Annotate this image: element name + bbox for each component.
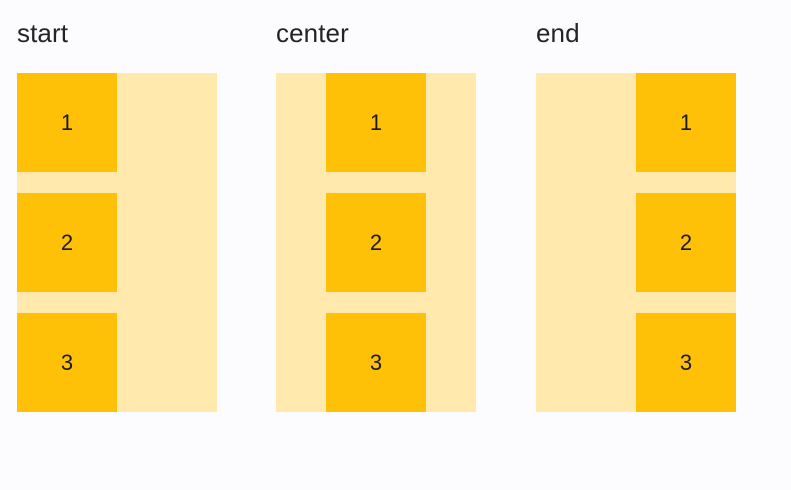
group-label-center: center	[276, 18, 349, 48]
group-label-end: end	[536, 18, 580, 48]
flex-item: 3	[636, 313, 736, 412]
flex-item: 3	[326, 313, 426, 412]
flex-item: 2	[17, 193, 117, 292]
flex-item: 3	[17, 313, 117, 412]
flex-item: 1	[17, 73, 117, 172]
flex-container-center: 1 2 3	[276, 73, 476, 412]
flex-item: 2	[636, 193, 736, 292]
flex-container-start: 1 2 3	[17, 73, 217, 412]
flex-item: 2	[326, 193, 426, 292]
flex-item: 1	[636, 73, 736, 172]
flex-item: 1	[326, 73, 426, 172]
group-label-start: start	[17, 18, 69, 48]
flex-container-end: 1 2 3	[536, 73, 736, 412]
